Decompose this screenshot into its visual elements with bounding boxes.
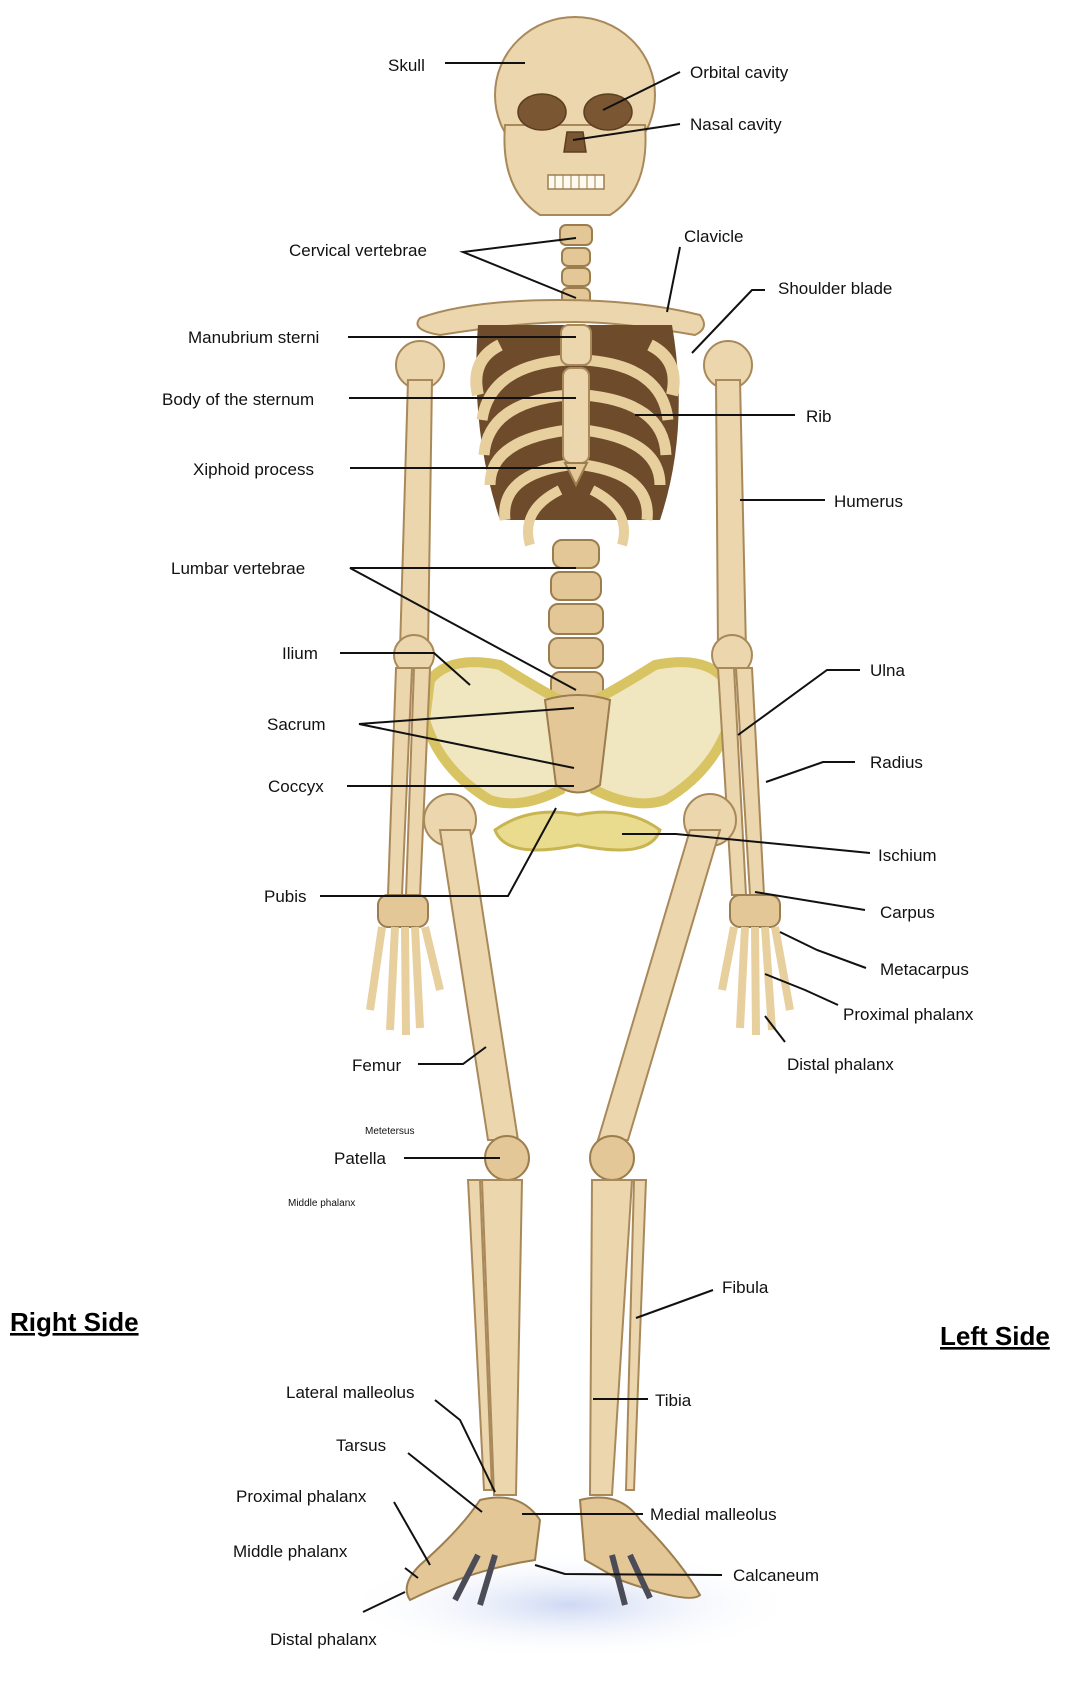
label-carpus: Carpus [880, 903, 935, 922]
label-medial-malleolus: Medial malleolus [650, 1505, 777, 1524]
label-tarsus: Tarsus [336, 1436, 386, 1455]
leader-ulna [738, 670, 860, 735]
label-fibula: Fibula [722, 1278, 769, 1297]
leader-radius [766, 762, 855, 782]
leader-clavicle [667, 247, 680, 312]
label-coccyx: Coccyx [268, 777, 324, 796]
label-cervical-vertebrae: Cervical vertebrae [289, 241, 427, 260]
label-ischium: Ischium [878, 846, 937, 865]
leader-fibula [636, 1290, 713, 1318]
ribcage-shape [476, 325, 678, 545]
label-rib: Rib [806, 407, 832, 426]
label-femur: Femur [352, 1056, 401, 1075]
label-sacrum: Sacrum [267, 715, 326, 734]
leader-proximal-phalanx-hand [765, 974, 838, 1005]
label-middle-phalanx-foot: Middle phalanx [233, 1542, 348, 1561]
label-humerus: Humerus [834, 492, 903, 511]
right-side-title: Right Side [10, 1307, 139, 1337]
leader-tarsus [408, 1453, 482, 1512]
label-distal-phalanx-hand: Distal phalanx [787, 1055, 894, 1074]
label-ulna: Ulna [870, 661, 906, 680]
label-ilium: Ilium [282, 644, 318, 663]
label-clavicle: Clavicle [684, 227, 744, 246]
label-pubis: Pubis [264, 887, 307, 906]
label-metetersus: Metetersus [365, 1126, 414, 1137]
leader-cervical-vertebrae [463, 238, 576, 298]
skull-shape [495, 17, 655, 215]
label-calcaneum: Calcaneum [733, 1566, 819, 1585]
label-orbital-cavity: Orbital cavity [690, 63, 789, 82]
label-tibia: Tibia [655, 1391, 692, 1410]
label-metacarpus: Metacarpus [880, 960, 969, 979]
left-side-title: Left Side [940, 1321, 1050, 1351]
leader-proximal-phalanx-foot [394, 1502, 430, 1565]
label-xiphoid-process: Xiphoid process [193, 460, 314, 479]
label-proximal-phalanx-hand: Proximal phalanx [843, 1005, 974, 1024]
label-patella: Patella [334, 1149, 387, 1168]
label-radius: Radius [870, 753, 923, 772]
label-nasal-cavity: Nasal cavity [690, 115, 782, 134]
leader-metacarpus [780, 932, 866, 968]
label-proximal-phalanx-foot: Proximal phalanx [236, 1487, 367, 1506]
label-lateral-malleolus: Lateral malleolus [286, 1383, 415, 1402]
label-manubrium-sterni: Manubrium sterni [188, 328, 319, 347]
label-distal-phalanx-foot: Distal phalanx [270, 1630, 377, 1649]
legs-shape [407, 794, 736, 1605]
label-skull: Skull [388, 56, 425, 75]
label-shoulder-blade: Shoulder blade [778, 279, 892, 298]
label-middle-phalanx-small: Middle phalanx [288, 1198, 355, 1209]
label-body-of-sternum: Body of the sternum [162, 390, 314, 409]
label-lumbar-vertebrae: Lumbar vertebrae [171, 559, 305, 578]
